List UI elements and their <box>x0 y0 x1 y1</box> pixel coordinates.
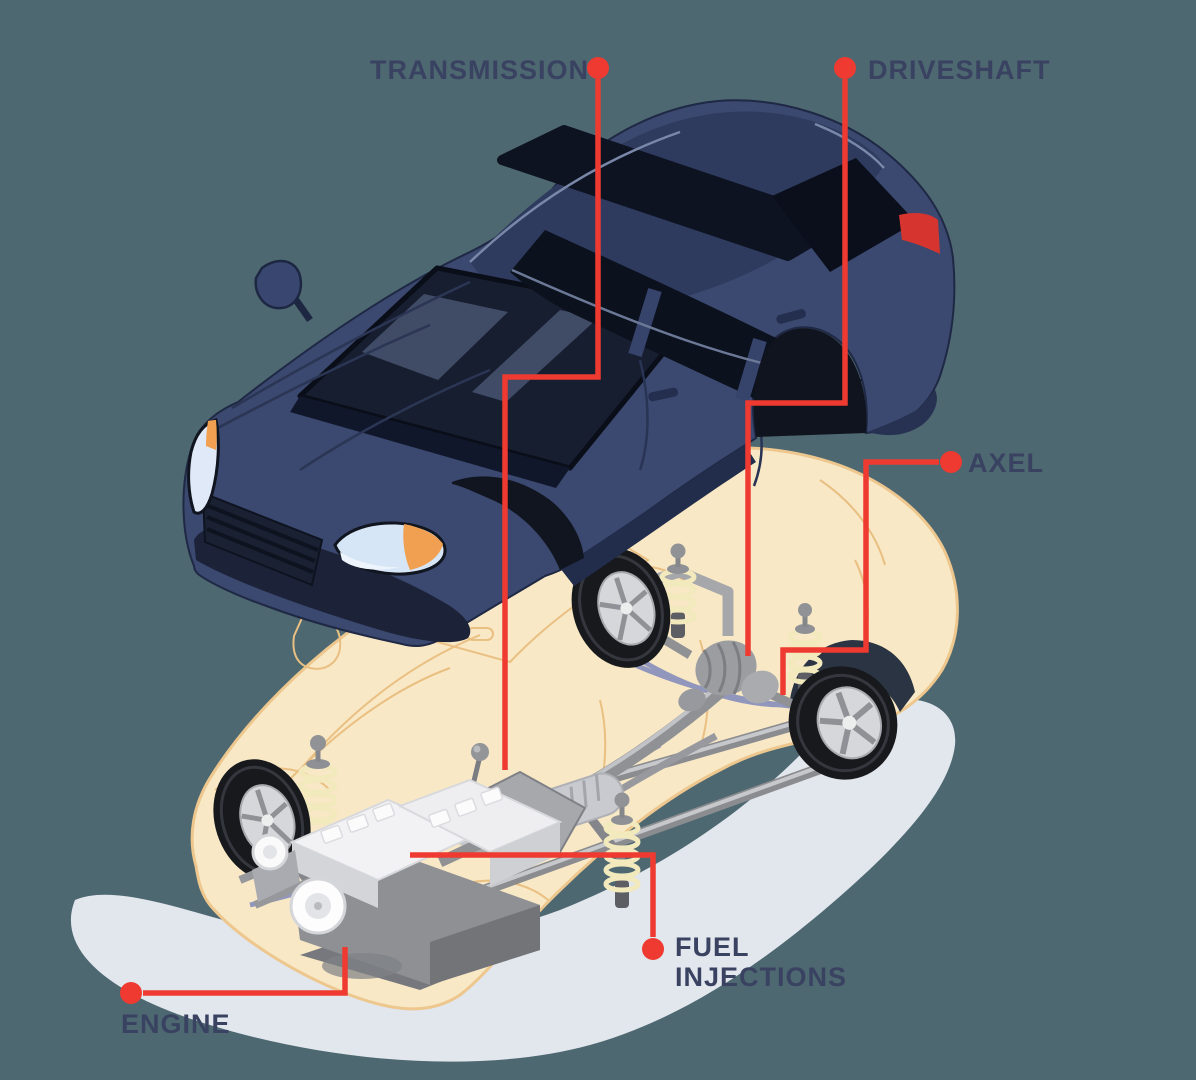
cowl-panel <box>290 396 570 488</box>
callout-line-fuel-injections <box>410 852 656 937</box>
window-pillars <box>628 287 767 403</box>
rear-bumper-shade <box>868 390 937 436</box>
ghost-rear-wheel-arch <box>790 640 915 712</box>
front-wheel-arch <box>452 476 584 570</box>
rocker-panel <box>560 445 756 586</box>
door-handle-rear <box>776 309 806 324</box>
callout-line-engine <box>143 947 348 996</box>
label-driveshaft: DRIVESHAFT <box>868 55 1051 85</box>
coil-spring-front-right <box>603 792 641 908</box>
callout-dot-engine <box>120 982 142 1004</box>
label-fuel-injections: FUEL INJECTIONS <box>675 932 848 992</box>
wheel-rear-right <box>788 666 898 780</box>
callout-dot-fuel-injections <box>642 938 664 960</box>
headlight-left <box>187 418 220 515</box>
headlight-right <box>333 521 447 576</box>
callout-dot-transmission <box>587 57 609 79</box>
taillight <box>899 212 940 254</box>
callout-line-driveshaft <box>745 79 848 656</box>
callout-dot-axel <box>940 451 962 473</box>
callout-dots <box>120 57 962 1004</box>
side-mirror <box>254 259 313 323</box>
engine-block <box>251 778 563 990</box>
door-handle-front <box>648 387 678 402</box>
callout-lines <box>143 79 939 996</box>
chassis-illustration <box>213 543 898 990</box>
hood-creases <box>213 280 491 472</box>
roof-highlights <box>469 122 885 263</box>
ground-shadow <box>70 699 956 1062</box>
rear-wheel-arch <box>753 328 867 437</box>
label-transmission: TRANSMISSION <box>370 55 590 85</box>
label-engine: ENGINE <box>121 1009 231 1039</box>
callout-line-transmission <box>502 79 601 770</box>
label-axel: AXEL <box>968 448 1045 478</box>
grille-slats <box>205 503 319 574</box>
car-body-illustration <box>182 99 956 647</box>
callout-dot-driveshaft <box>834 57 856 79</box>
callout-line-axel <box>780 459 939 695</box>
